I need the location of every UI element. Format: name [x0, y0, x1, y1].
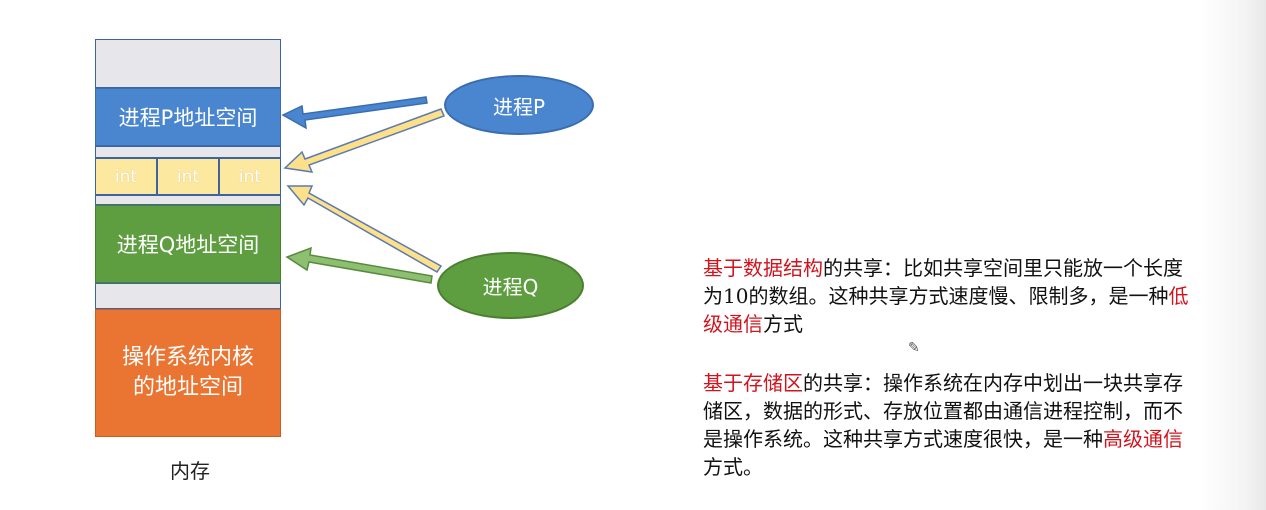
shared-int-array: int int int [95, 158, 281, 195]
kernel-label-line2: 的地址空间 [132, 375, 243, 400]
free-segment-2 [95, 146, 281, 158]
right-edge-shade [1200, 0, 1266, 510]
arrow-q-to-int [286, 185, 443, 273]
memory-column: 进程P地址空间 进程Q地址空间 操作系统内核 的地址空间 [95, 39, 281, 437]
free-segment-4 [95, 283, 281, 309]
pen-cursor-icon: ✎ [908, 340, 920, 356]
note2-highlight: 基于存储区 [703, 371, 803, 395]
kernel-address-space: 操作系统内核 的地址空间 [95, 309, 281, 437]
note1-text-b: 方式 [763, 312, 803, 336]
arrow-p-to-p-space [281, 96, 428, 130]
note2-text-a: 的共享：操作系统在内存中划出一块共享存储区，数据的形式、存放位置都由通信进程控制… [703, 371, 1183, 451]
int-cell: int [157, 158, 219, 195]
note-storage-area-sharing: 基于存储区的共享：操作系统在内存中划出一块共享存储区，数据的形式、存放位置都由通… [703, 369, 1193, 481]
process-q-label: 进程Q [482, 275, 539, 299]
arrow-p-to-int [283, 108, 446, 173]
note1-highlight2: 低级通信 [703, 284, 1189, 336]
process-q-address-space-label: 进程Q地址空间 [116, 233, 260, 257]
kernel-label-line1: 操作系统内核 [121, 345, 254, 370]
free-segment-top [95, 39, 281, 88]
note2-text-b: 方式。 [703, 455, 763, 479]
note-data-structure-sharing: 基于数据结构的共享：比如共享空间里只能放一个长度为10的数组。这种共享方式速度慢… [703, 254, 1193, 338]
note1-text-a: 的共享：比如共享空间里只能放一个长度为10的数组。这种共享方式速度慢、限制多，是… [703, 256, 1183, 308]
memory-label: 内存 [170, 459, 210, 483]
process-p-address-space-label: 进程P地址空间 [118, 106, 258, 130]
note1-highlight: 基于数据结构 [703, 256, 823, 280]
process-q-address-space: 进程Q地址空间 [95, 205, 281, 283]
int-cell: int [219, 158, 281, 195]
process-p-label: 进程P [492, 94, 546, 119]
process-q-ellipse: 进程Q [437, 252, 584, 319]
arrow-q-to-q-space [285, 246, 433, 284]
process-p-ellipse: 进程P [444, 75, 594, 135]
note2-highlight2: 高级通信 [1103, 427, 1183, 451]
process-p-address-space: 进程P地址空间 [95, 88, 281, 146]
free-segment-3 [95, 195, 281, 205]
int-cell: int [95, 158, 157, 195]
